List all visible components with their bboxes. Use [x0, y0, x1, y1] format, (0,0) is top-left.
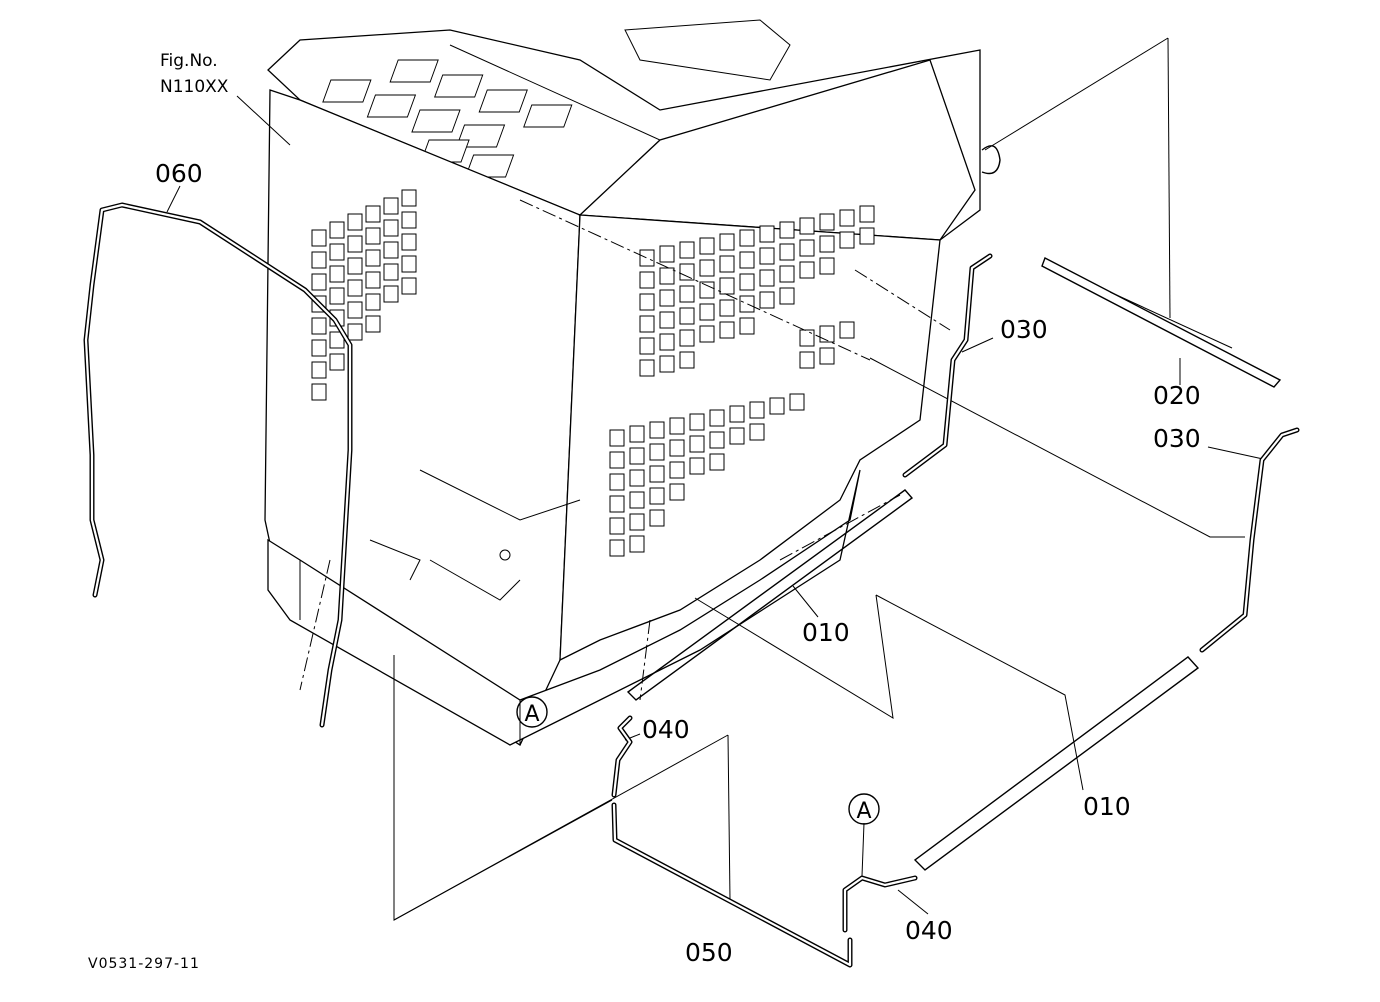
- part-label-030-upper: 030: [1000, 315, 1048, 344]
- part-010-strip-lower: [913, 656, 1200, 871]
- drawing-code: V0531-297-11: [88, 956, 200, 972]
- part-label-030-lower: 030: [1153, 424, 1201, 453]
- part-label-060: 060: [155, 159, 203, 188]
- svg-text:A: A: [856, 799, 871, 824]
- part-label-010-upper: 010: [802, 618, 850, 647]
- part-030-seal-lower: [1199, 427, 1300, 653]
- cab-frame: [264, 19, 1001, 746]
- part-060-seal: [83, 202, 353, 728]
- part-030-seal-upper: [902, 253, 993, 478]
- part-label-040-upper: 040: [642, 715, 690, 744]
- part-010-strip-upper: [626, 489, 914, 701]
- fig-no-value: N110XX: [160, 77, 229, 97]
- leader-lines: [166, 37, 1264, 921]
- roof-grid: [322, 59, 573, 178]
- part-label-020: 020: [1153, 381, 1201, 410]
- detail-marker-a-1: A: [516, 696, 548, 728]
- part-label-040-lower: 040: [905, 916, 953, 945]
- fig-no-label: Fig.No.: [160, 51, 218, 71]
- part-040-seal-upper: [611, 715, 633, 798]
- svg-text:A: A: [524, 702, 539, 727]
- part-020-strip: [1041, 257, 1282, 388]
- part-label-010-lower: 010: [1083, 792, 1131, 821]
- detail-marker-a-2: A: [848, 793, 880, 825]
- left-window-grid: [311, 189, 417, 401]
- part-050-seal: [611, 802, 853, 968]
- front-window-grid: [609, 205, 875, 557]
- part-040-seal-lower: [842, 875, 918, 933]
- part-label-050: 050: [685, 938, 733, 967]
